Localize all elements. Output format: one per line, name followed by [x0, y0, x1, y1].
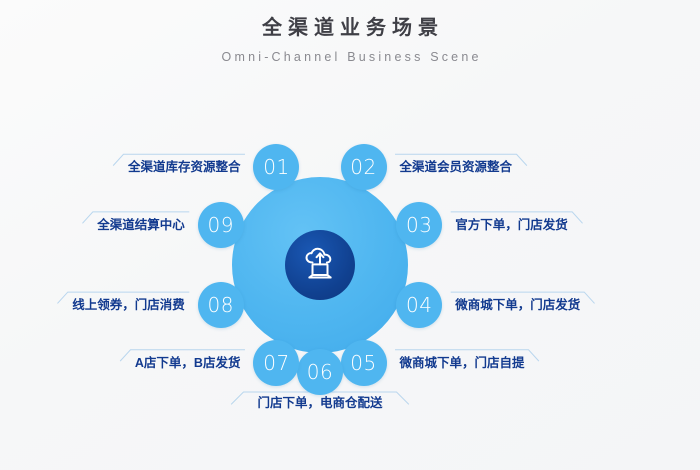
node-bubble-04[interactable]: 04: [396, 282, 443, 329]
node-bubble-08[interactable]: 08: [197, 282, 244, 329]
label-connector-line: [395, 349, 540, 362]
node-number: 01: [263, 155, 290, 180]
node-label-04: 微商城下单，门店发货: [455, 298, 581, 313]
node-number: 07: [263, 350, 290, 375]
node-label-07: A店下单，B店发货: [134, 355, 241, 370]
label-connector-line: [119, 349, 245, 362]
node-number: 06: [306, 360, 334, 384]
node-label-01: 全渠道库存资源整合: [127, 160, 241, 175]
label-connector-line: [450, 211, 583, 224]
node-number: 02: [350, 155, 377, 180]
label-connector-line: [57, 291, 190, 304]
node-label-03: 官方下单，门店发货: [455, 217, 568, 232]
node-number: 09: [207, 212, 234, 237]
label-connector-line: [82, 211, 190, 224]
node-bubble-05[interactable]: 05: [340, 339, 387, 386]
label-connector-line: [450, 291, 595, 304]
node-bubble-01[interactable]: 01: [253, 144, 300, 191]
cloud-upload-laptop-icon: [305, 247, 332, 279]
header: 全渠道业务场景 Omni-Channel Business Scene: [0, 14, 700, 65]
node-label-06: 门店下单，电商仓配送: [257, 396, 383, 410]
node-label-05: 微商城下单，门店自提: [399, 355, 525, 370]
node-number: 08: [207, 293, 234, 318]
node-bubble-02[interactable]: 02: [340, 144, 387, 191]
node-number: 05: [350, 350, 377, 375]
label-connector-line: [395, 153, 528, 166]
node-bubble-03[interactable]: 03: [396, 201, 443, 248]
node-bubble-06[interactable]: 06: [297, 349, 343, 395]
center-emblem: [285, 230, 355, 300]
node-bubble-09[interactable]: 09: [197, 201, 244, 248]
node-number: 03: [405, 212, 433, 237]
node-number: 04: [405, 293, 433, 318]
node-label-09: 全渠道结算中心: [97, 217, 185, 232]
page-subtitle: Omni-Channel Business Scene: [221, 50, 482, 64]
page-title: 全渠道业务场景: [262, 17, 444, 39]
node-label-02: 全渠道会员资源整合: [399, 160, 513, 175]
node-label-08: 线上领券，门店消费: [72, 298, 185, 313]
node-bubble-07[interactable]: 07: [253, 339, 300, 386]
label-connector-line: [112, 153, 245, 166]
